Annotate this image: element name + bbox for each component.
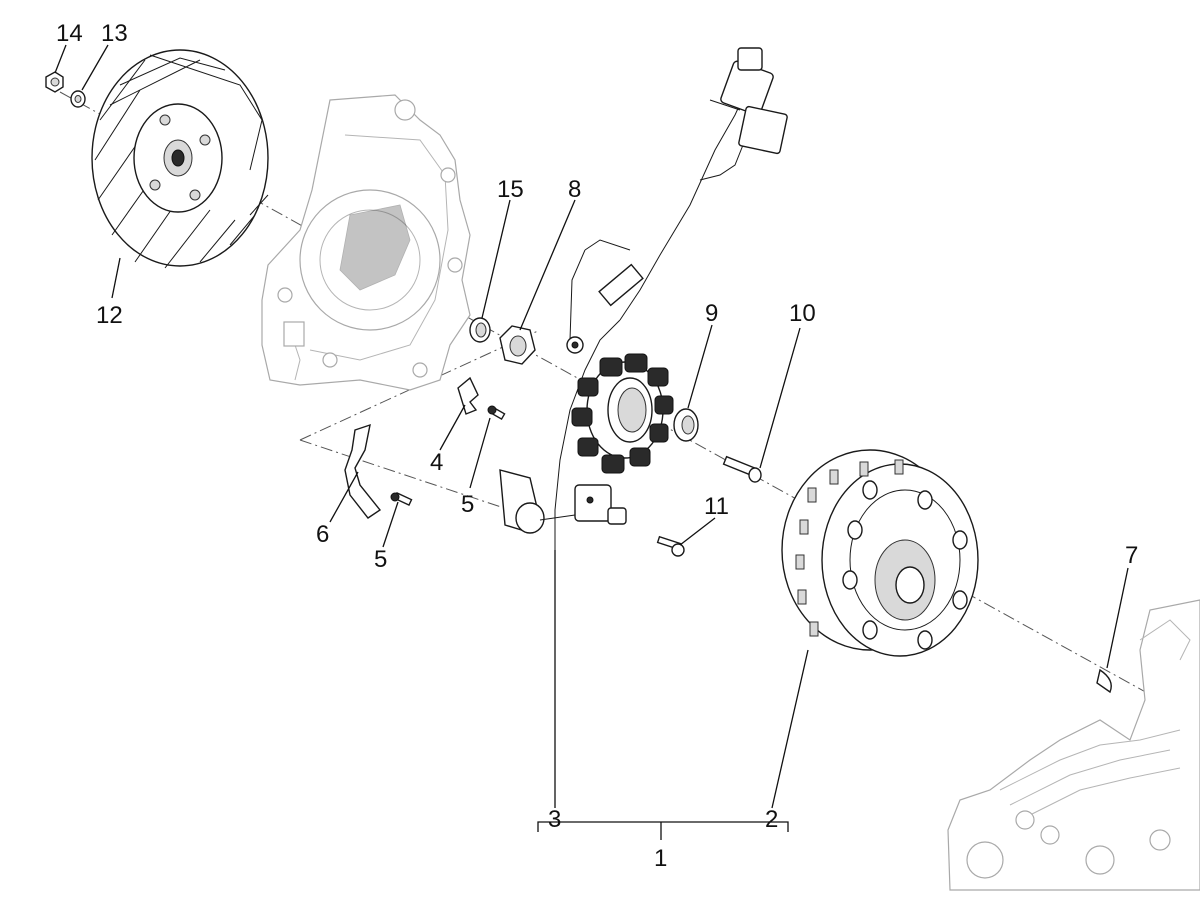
flywheel-nut — [499, 325, 536, 365]
spacer-ring — [469, 317, 491, 343]
callout-8: 8 — [568, 176, 581, 203]
callout-9: 9 — [705, 300, 718, 327]
crankcase-ghost — [947, 599, 1200, 891]
callout-1: 1 — [654, 845, 667, 872]
engine-case-ghost — [261, 94, 471, 391]
callout-5-lower: 5 — [374, 546, 387, 573]
callout-3: 3 — [548, 806, 561, 833]
callout-12: 12 — [96, 302, 123, 329]
screw-upper — [487, 405, 506, 421]
screw-lower — [390, 491, 413, 507]
fan-nut — [45, 71, 64, 93]
callout-7: 7 — [1125, 542, 1138, 569]
callout-11: 11 — [704, 493, 729, 520]
wiring-harness — [554, 47, 788, 560]
flywheel-rotor — [781, 449, 979, 657]
callout-2: 2 — [765, 806, 778, 833]
callout-labels: 14 13 12 15 8 9 10 4 5 6 5 11 7 3 2 1 — [56, 20, 1138, 872]
callout-14: 14 — [56, 20, 83, 47]
fan-washer — [70, 90, 86, 108]
plate — [344, 423, 382, 519]
washer-9 — [673, 408, 699, 442]
callout-15: 15 — [497, 176, 524, 203]
callout-10: 10 — [789, 300, 816, 327]
bolt-10 — [722, 455, 762, 483]
callout-13: 13 — [101, 20, 128, 47]
pickup-coil — [499, 469, 627, 534]
screw-11 — [656, 535, 685, 557]
callout-5-upper: 5 — [461, 491, 474, 518]
leader-lines — [54, 44, 1129, 840]
woodruff-key — [1096, 668, 1112, 694]
callout-4: 4 — [430, 449, 443, 476]
cooling-fan — [91, 49, 269, 269]
callout-6: 6 — [316, 521, 329, 548]
clip-bracket — [457, 376, 479, 415]
stator — [571, 353, 674, 474]
